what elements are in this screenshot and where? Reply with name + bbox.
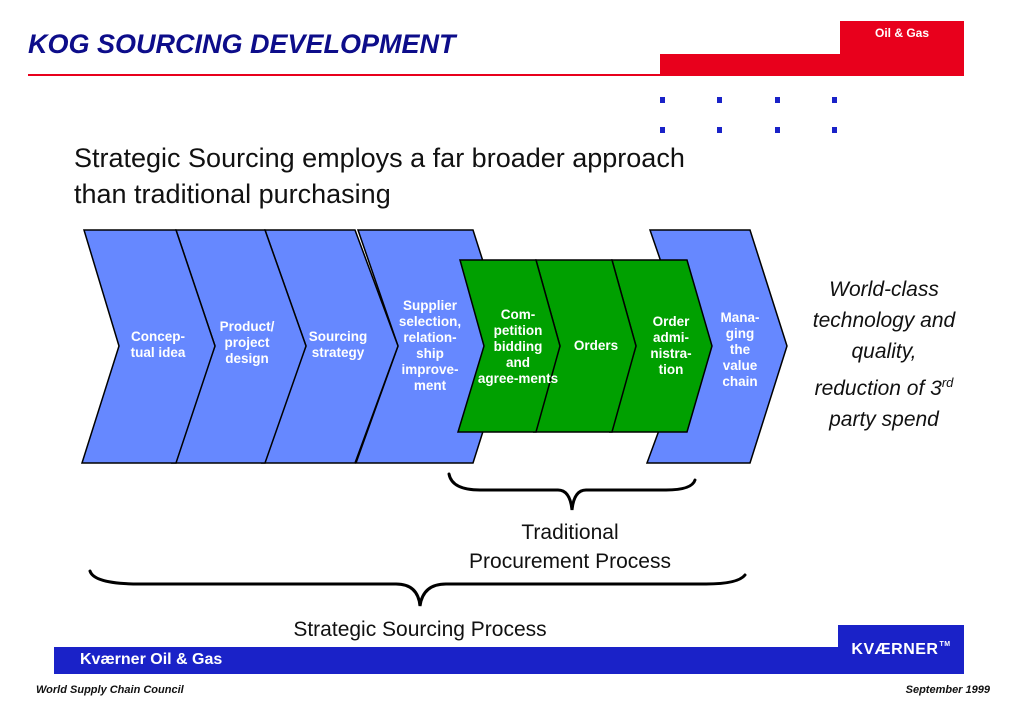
page-title: KOG SOURCING DEVELOPMENT	[28, 29, 456, 59]
dot-decoration	[660, 127, 665, 133]
dot-decoration	[832, 97, 837, 103]
dot-decoration	[717, 127, 722, 133]
outcome-line-4: reduction of 3rd	[785, 367, 983, 404]
footer-date: September 1999	[905, 684, 990, 696]
traditional-line-1: Traditional	[521, 521, 619, 544]
dot-decoration	[832, 127, 837, 133]
footer-company-name: Kværner Oil & Gas	[80, 651, 223, 668]
dot-decoration	[775, 127, 780, 133]
brace-traditional	[447, 472, 697, 511]
traditional-line-2: Procurement Process	[469, 550, 671, 573]
outcome-text: World-class technology and quality, redu…	[785, 274, 983, 435]
step-label-orders: Orders	[573, 338, 619, 353]
step-label-managing-value-chain: Mana- ging the value chain	[720, 310, 760, 389]
footer-left-text: World Supply Chain Council	[36, 684, 184, 696]
step-label-supplier-selection: Supplier selection, relation- ship impro…	[398, 298, 462, 393]
logo-text: KVÆRNER	[851, 640, 939, 658]
dot-decoration	[717, 97, 722, 103]
strategic-sourcing-label: Strategic Sourcing Process	[293, 618, 547, 641]
outcome-line-1: World-class	[829, 278, 939, 301]
kvaerner-logo: KVÆRNERTM	[838, 625, 964, 674]
dot-decoration	[660, 97, 665, 103]
outcome-superscript: rd	[941, 375, 954, 390]
logo-wordmark: KVÆRNERTM	[851, 641, 950, 659]
step-label-competition-bidding: Com- petition bidding and agree-ments	[477, 307, 559, 386]
header-red-tab	[840, 21, 964, 54]
outcome-line-2: technology and	[812, 309, 956, 332]
header-red-band	[660, 54, 964, 76]
footer-bar	[54, 647, 964, 674]
chevron-conceptual-idea	[80, 229, 216, 464]
step-label-sourcing-strategy: Sourcing strategy	[308, 329, 368, 360]
traditional-procurement-label: Traditional Procurement Process	[420, 518, 720, 576]
title-underline	[28, 74, 660, 76]
outcome-line-3: quality,	[851, 340, 917, 363]
brace-strategic	[88, 569, 747, 607]
header-tab-label: Oil & Gas	[874, 26, 930, 40]
step-label-product-project-design: Product/ project design	[219, 319, 275, 366]
logo-trademark: TM	[939, 640, 951, 648]
headline-line-2: than traditional purchasing	[74, 179, 391, 209]
chevron-competition-bidding	[456, 259, 561, 433]
headline-line-1: Strategic Sourcing employs a far broader…	[74, 143, 685, 173]
outcome-line-5: party spend	[829, 408, 939, 431]
step-label-conceptual-idea: Concep- tual idea	[130, 329, 186, 360]
dot-decoration	[775, 97, 780, 103]
step-label-order-administration: Order admi- nistra- tion	[650, 314, 692, 377]
headline: Strategic Sourcing employs a far broader…	[74, 140, 685, 212]
outcome-line-4-text: reduction of 3	[814, 377, 942, 400]
